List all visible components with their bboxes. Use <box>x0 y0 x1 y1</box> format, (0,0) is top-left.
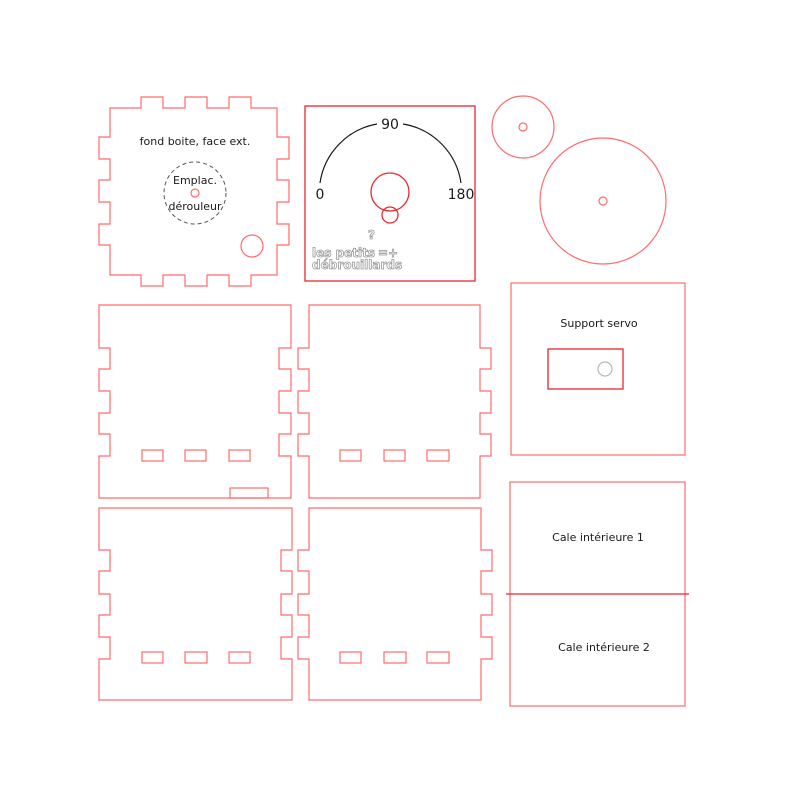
servo-shaft-hole <box>370 172 410 212</box>
large-disc <box>539 137 667 265</box>
panel-side-1 <box>98 304 292 499</box>
reel-label-line2: dérouleur <box>168 200 222 213</box>
servo-support-outline <box>510 282 686 456</box>
panel-side-3 <box>98 507 293 701</box>
panel-bottom-label: fond boite, face ext. <box>140 135 251 148</box>
large-disc-hole <box>598 196 608 206</box>
panel-inner-wedges: Cale intérieure 1 Cale intérieure 2 <box>506 481 689 707</box>
logo-line1: les petits <box>312 246 375 260</box>
slot-3 <box>426 651 450 664</box>
small-disc-outline <box>491 95 555 159</box>
slot-3 <box>228 449 251 462</box>
slot-2 <box>184 449 207 462</box>
inner-wedge-1-label: Cale intérieure 1 <box>552 531 644 544</box>
reel-location-circle <box>163 161 227 225</box>
panel-bottom: fond boite, face ext. Emplac. dérouleur <box>98 96 290 287</box>
slot-1 <box>141 651 164 664</box>
servo-cutout <box>547 348 624 390</box>
logo-question-mark-icon: ? <box>368 228 375 242</box>
slot-1 <box>339 449 362 462</box>
dial-arc-right <box>402 123 462 184</box>
servo-shaft-marker <box>597 361 613 377</box>
panel-servo-support: Support servo <box>510 282 686 456</box>
servo-support-label: Support servo <box>560 317 638 330</box>
slot-2 <box>184 651 208 664</box>
panel-side-4 <box>297 507 493 701</box>
slot-1 <box>339 651 362 664</box>
panel-side-2 <box>297 304 492 499</box>
small-disc <box>491 95 555 159</box>
dial-arc-left <box>319 123 378 184</box>
cable-notch <box>229 487 269 499</box>
logo-line2: débrouillards <box>312 258 402 272</box>
panel-side-3-outline <box>98 507 293 701</box>
reel-axle-hole <box>190 188 200 198</box>
dial-label-180: 180 <box>448 187 475 203</box>
small-disc-hole <box>518 122 528 132</box>
panel-side-2-outline <box>297 304 492 499</box>
panel-bottom-outline <box>98 96 290 287</box>
inner-wedge-2-label: Cale intérieure 2 <box>558 641 650 654</box>
slot-2 <box>383 449 406 462</box>
slot-3 <box>426 449 450 462</box>
panel-dial-outline <box>304 105 476 282</box>
large-disc-outline <box>539 137 667 265</box>
dial-label-90: 90 <box>381 117 399 133</box>
dial-label-0: 0 <box>316 187 325 203</box>
slot-2 <box>383 651 407 664</box>
panel-side-4-outline <box>297 507 493 701</box>
reel-label-line1: Emplac. <box>173 174 217 187</box>
panel-dial: 0 90 180 ? les petits =+ débrouillards <box>304 105 476 282</box>
slot-3 <box>228 651 251 664</box>
logo-symbols-icon: =+ <box>378 246 398 260</box>
servo-screw-hole <box>381 206 399 224</box>
panel-side-1-outline <box>98 304 292 499</box>
slot-1 <box>141 449 164 462</box>
cable-hole <box>240 234 264 258</box>
